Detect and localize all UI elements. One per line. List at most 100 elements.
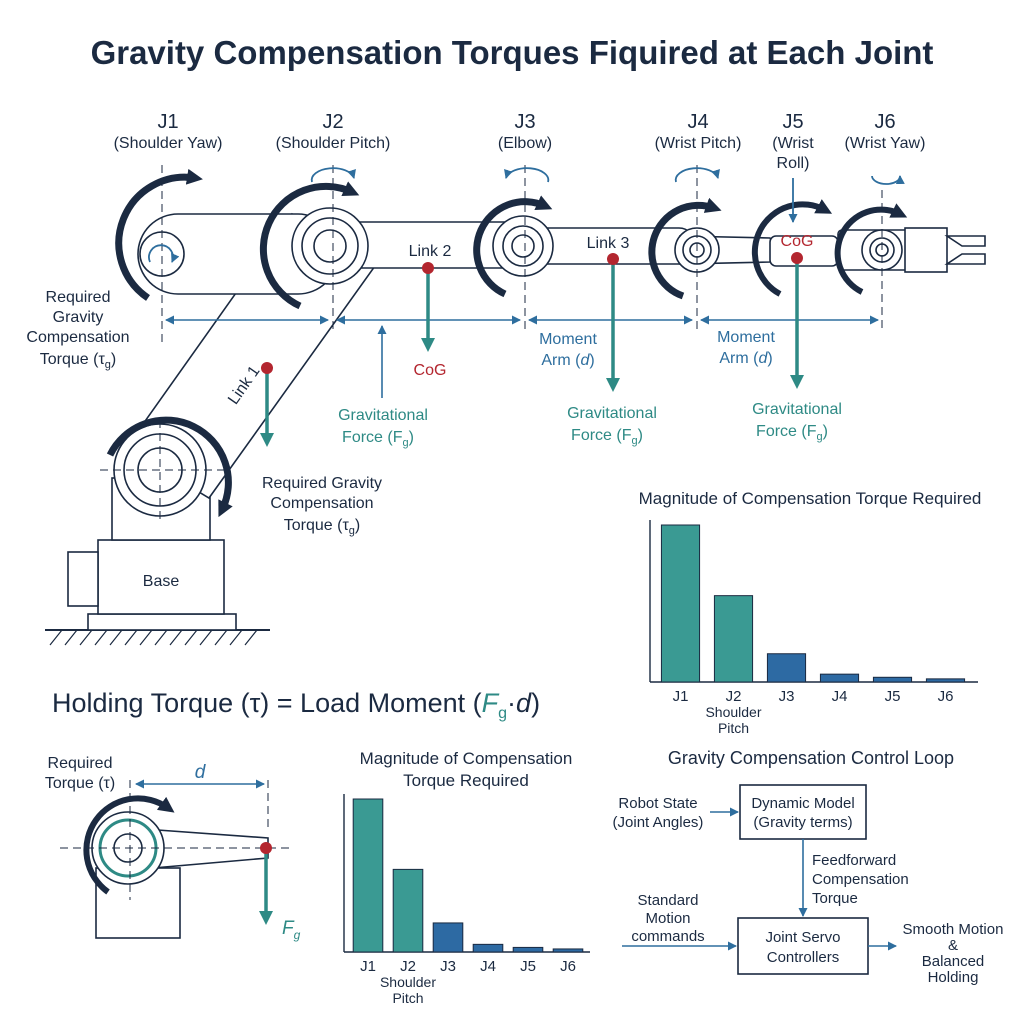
j1-rotation-icon bbox=[148, 244, 180, 263]
bar-j4 bbox=[819, 673, 860, 683]
chart1-title: Magnitude of Compensation Torque Require… bbox=[639, 489, 982, 508]
joint-label-j2: J2 bbox=[322, 111, 343, 133]
output-line1: Smooth Motion bbox=[903, 921, 1004, 938]
req-torque-mid-line1: Required Gravity bbox=[262, 475, 382, 492]
joint-label-j5: J5 bbox=[782, 111, 803, 133]
j3-rotation-icon bbox=[504, 167, 550, 183]
dynamic-model-box bbox=[739, 784, 867, 840]
cog-label-link2: CoG bbox=[414, 362, 447, 379]
tick-sublabel-j2: Shoulder bbox=[380, 974, 436, 990]
tick-sublabel-j2: Shoulder bbox=[705, 704, 761, 720]
joint-desc-j6: (Wrist Yaw) bbox=[845, 135, 926, 152]
base-label: Base bbox=[143, 573, 180, 590]
cog-dot-link3 bbox=[607, 253, 619, 265]
lever-req-torque-line2: Torque (τ) bbox=[45, 775, 115, 792]
cog-label-wrist: CoG bbox=[781, 233, 814, 250]
tick-sublabel-j2: Pitch bbox=[718, 720, 749, 736]
lever-torque-arrow bbox=[83, 795, 175, 895]
base-plate bbox=[87, 613, 237, 631]
joint-desc-j5-line1: (Wrist bbox=[772, 135, 814, 152]
joint-header: J1 (Shoulder Yaw) J2 (Shoulder Pitch) J3… bbox=[114, 111, 926, 172]
link2-label: Link 2 bbox=[409, 243, 452, 260]
tick-label-j1: J1 bbox=[673, 688, 689, 705]
j4-torque-arrow bbox=[648, 197, 722, 300]
base-torque-arrow bbox=[106, 416, 233, 518]
output-line3: Balanced bbox=[922, 953, 985, 970]
joint-desc-j4: (Wrist Pitch) bbox=[655, 135, 742, 152]
lever-cog-dot bbox=[260, 842, 272, 854]
j6-rotation-icon bbox=[871, 175, 905, 185]
grav-force-1-line2: Force (Fg) bbox=[342, 429, 414, 449]
cog-dot-link1 bbox=[261, 362, 273, 374]
gripper-body bbox=[904, 227, 948, 273]
standard-line3: commands bbox=[631, 928, 704, 945]
j2-torque-arrow bbox=[259, 181, 360, 310]
moment-arm-1-line1: Moment bbox=[539, 331, 597, 348]
req-torque-mid-line3: Torque (τg) bbox=[284, 517, 360, 537]
j5-torque-arrow bbox=[751, 199, 833, 297]
cog-dot-link2 bbox=[422, 262, 434, 274]
standard-line1: Standard bbox=[638, 892, 699, 909]
bar-chart-1: Magnitude of Compensation Torque Require… bbox=[639, 489, 982, 736]
j3-torque-arrow bbox=[473, 195, 553, 298]
page-title: Gravity Compensation Torques Fiquired at… bbox=[91, 34, 934, 71]
joint-desc-j3: (Elbow) bbox=[498, 135, 552, 152]
feedforward-line2: Compensation bbox=[812, 871, 909, 888]
tick-sublabel-j2: Pitch bbox=[392, 990, 423, 1006]
grav-force-1-line1: Gravitational bbox=[338, 407, 428, 424]
bar-j1 bbox=[352, 798, 384, 953]
tick-label-j5: J5 bbox=[520, 958, 536, 975]
feedforward-line1: Feedforward bbox=[812, 852, 896, 869]
bar-j5 bbox=[512, 946, 544, 953]
lever-diagram bbox=[60, 779, 290, 939]
lever-force-label: Fg bbox=[282, 918, 301, 942]
gripper-jaws bbox=[944, 235, 986, 265]
grav-force-2-line2: Force (Fg) bbox=[571, 427, 643, 447]
joint-label-j1: J1 bbox=[157, 111, 178, 133]
grav-force-2-line1: Gravitational bbox=[567, 405, 657, 422]
req-torque-left-line4: Torque (τg) bbox=[40, 351, 116, 371]
holding-torque-equation: Holding Torque (τ) = Load Moment (Fg·d) bbox=[52, 688, 540, 722]
servo-line1: Joint Servo bbox=[765, 929, 840, 946]
bar-chart-2: Magnitude of Compensation Torque Require… bbox=[343, 749, 590, 1006]
chart2-bars bbox=[352, 798, 584, 953]
tick-label-j1: J1 bbox=[360, 958, 376, 975]
lever-d-label: d bbox=[195, 762, 207, 783]
tick-label-j6: J6 bbox=[938, 688, 954, 705]
robot-state-line2: (Joint Angles) bbox=[613, 814, 704, 831]
bar-j6 bbox=[925, 678, 966, 683]
joint-desc-j2: (Shoulder Pitch) bbox=[276, 135, 391, 152]
joint-label-j3: J3 bbox=[514, 111, 535, 133]
tick-label-j3: J3 bbox=[779, 688, 795, 705]
arm-labels: Required Gravity Compensation Torque (τg… bbox=[26, 233, 842, 590]
output-line2: & bbox=[948, 937, 958, 954]
tick-label-j2: J2 bbox=[726, 688, 742, 705]
lever-req-torque-line1: Required bbox=[48, 755, 113, 772]
bar-j3 bbox=[766, 653, 807, 683]
dynamic-model-line1: Dynamic Model bbox=[751, 795, 854, 812]
servo-line2: Controllers bbox=[767, 949, 840, 966]
joint-torque-arrows bbox=[115, 168, 908, 310]
cog-dot-wrist bbox=[791, 252, 803, 264]
joint-label-j4: J4 bbox=[687, 111, 708, 133]
robot-state-line1: Robot State bbox=[618, 795, 697, 812]
j6-torque-arrow bbox=[834, 203, 908, 295]
tick-label-j6: J6 bbox=[560, 958, 576, 975]
bar-j6 bbox=[552, 948, 584, 953]
link3-label: Link 3 bbox=[587, 235, 630, 252]
j4-rotation-icon bbox=[674, 167, 720, 183]
joint-j2-circle bbox=[291, 207, 369, 285]
control-loop-title: Gravity Compensation Control Loop bbox=[668, 748, 954, 768]
moment-arm-1-line2: Arm (d) bbox=[541, 352, 594, 369]
joint-j3-circle bbox=[492, 215, 554, 277]
joint-desc-j5-line2: Roll) bbox=[777, 155, 810, 172]
tick-label-j3: J3 bbox=[440, 958, 456, 975]
base-side bbox=[67, 551, 99, 607]
rotation-indicators bbox=[148, 167, 905, 263]
servo-box bbox=[737, 917, 869, 975]
bar-j2 bbox=[392, 868, 424, 953]
joint-desc-j1: (Shoulder Yaw) bbox=[114, 135, 223, 152]
